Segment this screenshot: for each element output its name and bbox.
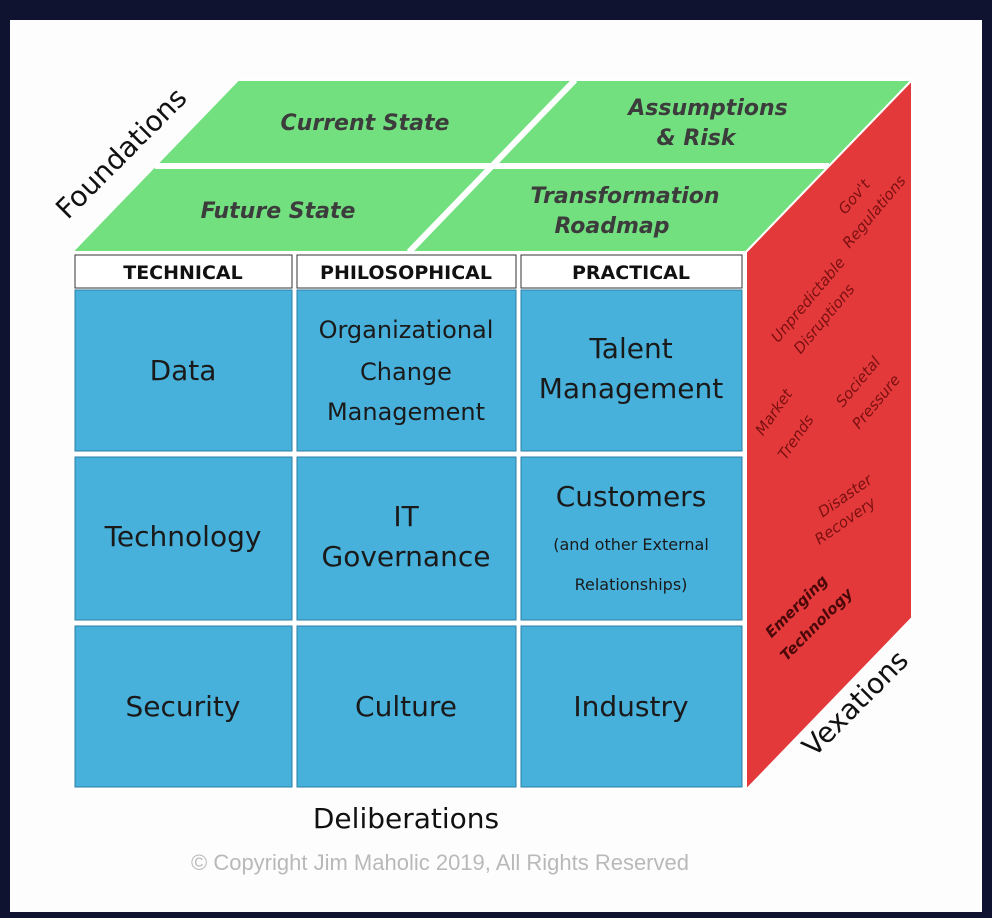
cell-talent-line2: Management bbox=[539, 372, 723, 405]
cell-technology-bg bbox=[74, 456, 293, 621]
cell-customers-line1: Customers bbox=[556, 480, 707, 513]
cell-customers-line2: (and other External bbox=[553, 535, 709, 554]
header-philosophical-bg bbox=[296, 254, 517, 289]
assumptions-risk-label-line2: & Risk bbox=[656, 126, 736, 151]
cell-it-governance-line1: IT bbox=[393, 500, 419, 533]
cell-org-change-line1: Organizational bbox=[319, 316, 494, 344]
cell-talent-bg bbox=[520, 289, 743, 452]
cell-org-change-bg bbox=[296, 289, 517, 452]
cell-data-label: Data bbox=[150, 354, 217, 387]
header-technical: TECHNICAL bbox=[123, 262, 243, 284]
axis-deliberations-label: Deliberations bbox=[313, 802, 499, 835]
cell-culture-label: Culture bbox=[355, 690, 457, 723]
top-face-divider-diagonal bbox=[406, 77, 578, 255]
cell-talent-line1: Talent bbox=[588, 332, 672, 365]
current-state-label: Current State bbox=[281, 111, 450, 136]
future-state-label: Future State bbox=[201, 199, 356, 224]
cell-industry-label: Industry bbox=[573, 690, 688, 723]
cell-security-label: Security bbox=[126, 690, 241, 723]
cell-data-bg bbox=[74, 289, 293, 452]
header-technical-bg bbox=[74, 254, 293, 289]
header-practical: PRACTICAL bbox=[572, 262, 690, 284]
cell-security-bg bbox=[74, 625, 293, 788]
cell-customers-line3: Relationships) bbox=[575, 575, 688, 594]
cell-it-governance-line2: Governance bbox=[322, 540, 491, 573]
cell-technology-label: Technology bbox=[104, 520, 262, 553]
front-face: TECHNICAL PHILOSOPHICAL PRACTICAL Data O… bbox=[72, 252, 746, 790]
assumptions-risk-label-line1: Assumptions bbox=[626, 96, 787, 121]
header-philosophical: PHILOSOPHICAL bbox=[320, 262, 492, 284]
side-face: Gov't Regulations Unpredictable Disrupti… bbox=[745, 77, 913, 793]
header-practical-bg bbox=[520, 254, 743, 289]
cell-customers-bg bbox=[520, 456, 743, 621]
cell-industry-bg bbox=[520, 625, 743, 788]
cell-org-change-line3: Management bbox=[327, 398, 485, 426]
copyright-notice: © Copyright Jim Maholic 2019, All Rights… bbox=[191, 850, 689, 875]
transformation-roadmap-label-line1: Transformation bbox=[530, 184, 719, 209]
cell-culture-bg bbox=[296, 625, 517, 788]
cell-org-change-line2: Change bbox=[360, 358, 452, 386]
cell-it-governance-bg bbox=[296, 456, 517, 621]
transformation-roadmap-label-line2: Roadmap bbox=[554, 214, 669, 239]
